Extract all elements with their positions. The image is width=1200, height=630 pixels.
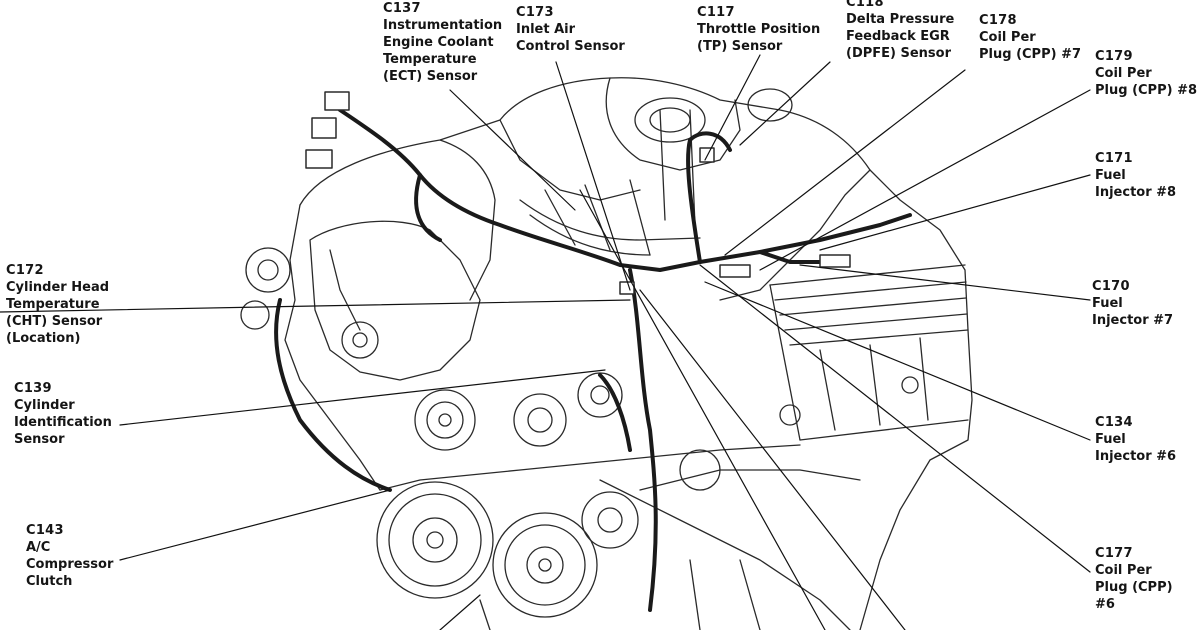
connector-code: C134 — [1095, 415, 1133, 430]
wiring-harness — [274, 108, 912, 612]
callout-c137: C137 Instrumentation Engine Coolant Temp… — [383, 0, 502, 85]
callout-line: Fuel — [1095, 432, 1126, 447]
callout-line: (DPFE) Sensor — [846, 46, 952, 61]
harness-connectors — [305, 91, 851, 295]
connector-code: C117 — [697, 5, 735, 20]
callout-line: Feedback EGR — [846, 29, 950, 44]
callout-line: Fuel — [1095, 168, 1126, 183]
callout-line: Control Sensor — [516, 39, 625, 54]
callout-line: Fuel — [1092, 296, 1123, 311]
callout-line: Plug (CPP) #7 — [979, 47, 1082, 62]
connector-code: C178 — [979, 13, 1017, 28]
leader-lines — [0, 54, 1091, 630]
timing-cover — [240, 220, 481, 381]
callout-line: Temperature — [383, 52, 477, 67]
callout-c117: C117 Throttle Position (TP) Sensor — [697, 4, 820, 55]
callout-c143: C143 A/C Compressor Clutch — [26, 522, 113, 590]
callout-line: (Location) — [6, 331, 81, 346]
connector-code: C171 — [1095, 151, 1133, 166]
callout-line: Sensor — [14, 432, 65, 447]
callout-line: Temperature — [6, 297, 100, 312]
callout-line: Instrumentation — [383, 18, 503, 33]
callout-c134: C134 Fuel Injector #6 — [1095, 414, 1176, 465]
callout-line: Injector #8 — [1095, 185, 1177, 200]
callout-line: Compressor — [26, 557, 114, 572]
pulleys — [376, 372, 919, 618]
callout-line: Plug (CPP) #8 — [1095, 83, 1198, 98]
callout-c172: C172 Cylinder Head Temperature (CHT) Sen… — [6, 262, 109, 347]
callout-line: Identification — [14, 415, 112, 430]
callout-line: Cylinder — [14, 398, 75, 413]
connector-code: C172 — [6, 263, 44, 278]
engine-block-outline — [284, 77, 973, 630]
callout-line: #6 — [1095, 597, 1115, 612]
callout-line: Coil Per — [1095, 563, 1152, 578]
callout-c171: C171 Fuel Injector #8 — [1095, 150, 1176, 201]
callout-line: Engine Coolant — [383, 35, 494, 50]
callout-line: Injector #7 — [1092, 313, 1174, 328]
callout-line: (TP) Sensor — [697, 39, 783, 54]
callout-line: Delta Pressure — [846, 12, 955, 27]
callout-c178: C178 Coil Per Plug (CPP) #7 — [979, 12, 1081, 63]
callout-c139: C139 Cylinder Identification Sensor — [14, 380, 112, 448]
callout-line: Coil Per — [1095, 66, 1152, 81]
callout-c170: C170 Fuel Injector #7 — [1092, 278, 1173, 329]
lower-block — [379, 444, 861, 630]
callout-line: A/C — [26, 540, 51, 555]
callout-line: Cylinder Head — [6, 280, 110, 295]
callout-line: Plug (CPP) — [1095, 580, 1173, 595]
connector-code: C118 — [846, 0, 884, 10]
callout-line: (CHT) Sensor — [6, 314, 103, 329]
callout-c118: C118 Delta Pressure Feedback EGR (DPFE) … — [846, 0, 954, 62]
callout-line: Inlet Air — [516, 22, 576, 37]
callout-line: Coil Per — [979, 30, 1036, 45]
connector-code: C177 — [1095, 546, 1133, 561]
connector-code: C137 — [383, 1, 421, 16]
callout-line: Throttle Position — [697, 22, 821, 37]
callout-line: Injector #6 — [1095, 449, 1177, 464]
callout-line: (ECT) Sensor — [383, 69, 478, 84]
connector-code: C170 — [1092, 279, 1130, 294]
callout-line: Clutch — [26, 574, 73, 589]
connector-code: C143 — [26, 523, 64, 538]
callout-c173: C173 Inlet Air Control Sensor — [516, 4, 625, 55]
callout-c179: C179 Coil Per Plug (CPP) #8 — [1095, 48, 1197, 99]
connector-code: C139 — [14, 381, 52, 396]
callout-c177: C177 Coil Per Plug (CPP) #6 — [1095, 545, 1173, 613]
connector-code: C179 — [1095, 49, 1133, 64]
connector-code: C173 — [516, 5, 554, 20]
intake-manifold — [519, 88, 793, 256]
